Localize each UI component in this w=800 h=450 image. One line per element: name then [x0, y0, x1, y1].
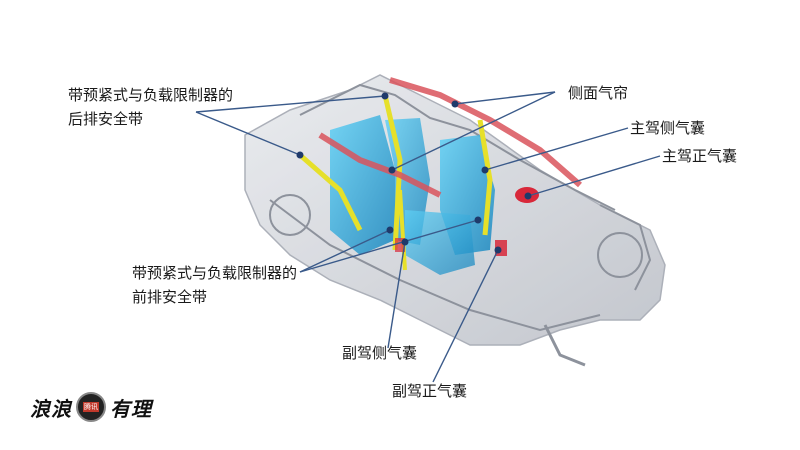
- passenger-side-airbag-mark: [395, 238, 405, 252]
- leader-lines: [195, 91, 661, 383]
- seat-belts: [298, 94, 493, 271]
- side-curtain-airbags: [318, 77, 582, 198]
- label-driver-side-airbag: 主驾侧气囊: [630, 119, 706, 137]
- label-front-belt-line2: 前排安全带: [132, 288, 208, 306]
- label-front-belt-line1: 带预紧式与负载限制器的: [132, 264, 298, 282]
- watermark-right-text: 有理: [110, 396, 152, 421]
- leader-dots: [296, 92, 532, 254]
- watermark-badge-text: 腾讯: [83, 402, 99, 412]
- watermark-left-text: 浪浪: [30, 396, 72, 421]
- watermark-logo: 浪浪 腾讯 有理: [30, 392, 152, 422]
- watermark-badge-icon: 腾讯: [76, 392, 106, 422]
- label-passenger-side-airbag: 副驾侧气囊: [342, 344, 418, 362]
- label-rear-belt-line2: 后排安全带: [68, 110, 144, 128]
- label-rear-belt-line1: 带预紧式与负载限制器的: [68, 86, 234, 104]
- label-side-curtain: 侧面气帘: [568, 84, 629, 102]
- label-passenger-front-airbag: 副驾正气囊: [392, 382, 468, 400]
- label-driver-front-airbag: 主驾正气囊: [662, 147, 738, 165]
